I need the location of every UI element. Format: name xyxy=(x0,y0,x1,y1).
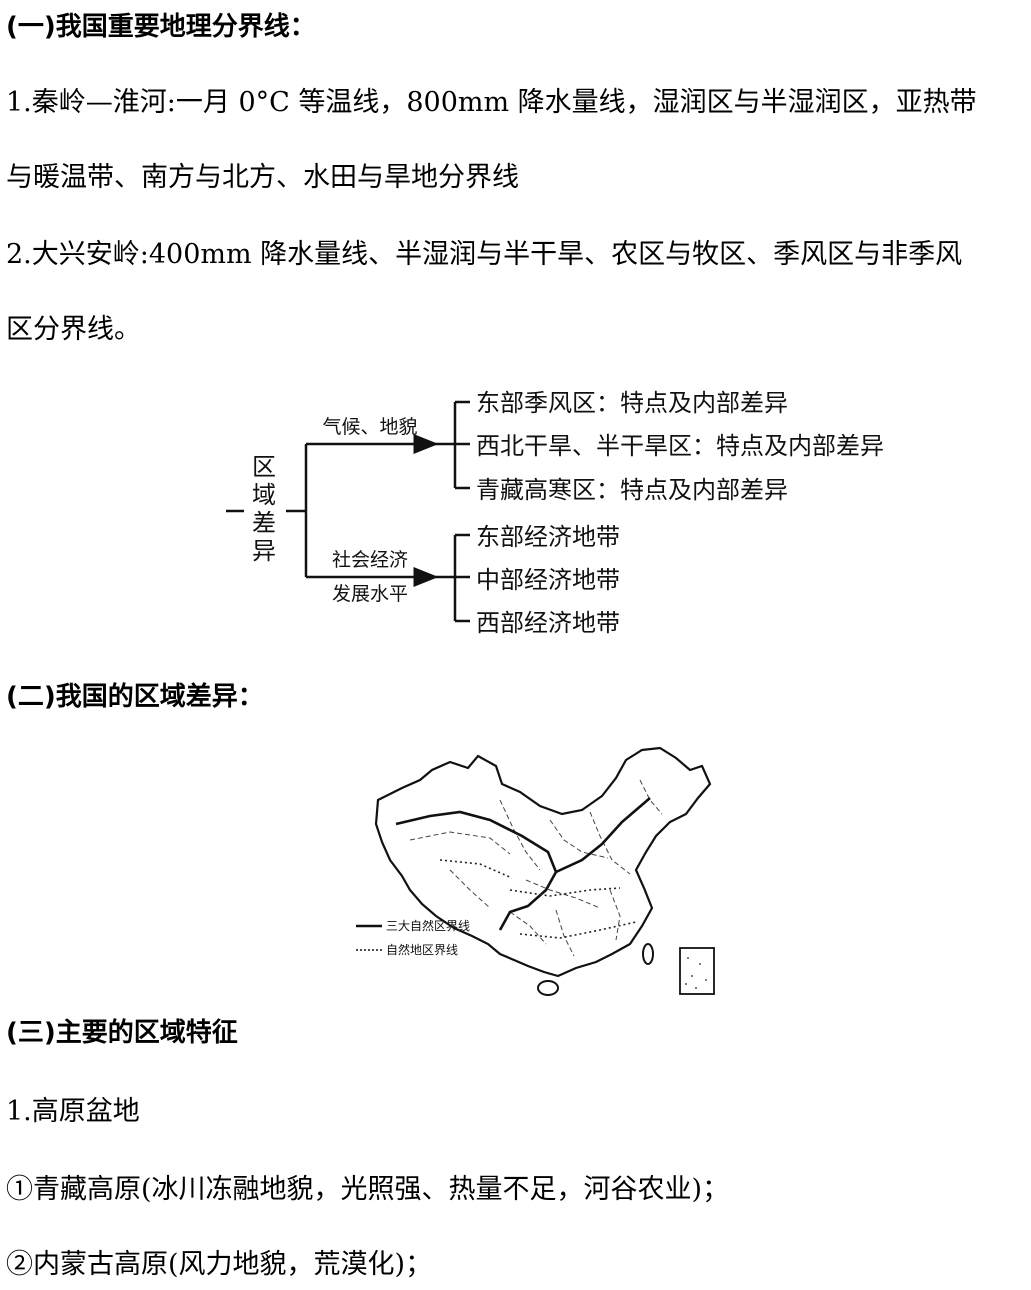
root-char: 域 xyxy=(252,481,276,509)
south-china-sea-inset xyxy=(679,947,715,995)
natural-area-boundaries xyxy=(439,859,637,939)
inset-dots xyxy=(685,957,707,989)
inner-mongolia-plateau-item: ②内蒙古高原(风力地貌，荒漠化)； xyxy=(6,1249,433,1280)
qinghai-tibet-plateau-item: ①青藏高原(冰川冻融地貌，光照强、热量不足，河谷农业)； xyxy=(6,1174,730,1205)
branch-2-item: 东部经济地带 xyxy=(476,523,620,551)
legend-solid-label: 三大自然区界线 xyxy=(386,918,470,933)
internal-boundaries xyxy=(409,779,663,957)
qinling-huaihe-line-2: 与暖温带、南方与北方、水田与旱地分界线 xyxy=(6,162,519,193)
regional-difference-tree-diagram: 区 域 差 异 气候、地貌 东部季风区：特点及内部差异 西北干旱、半干旱区：特点… xyxy=(226,389,884,637)
root-char: 区 xyxy=(252,453,276,481)
legend-dotted-label: 自然地区界线 xyxy=(386,942,458,957)
branch-2-label-line-1: 社会经济 xyxy=(332,549,408,571)
major-region-boundaries xyxy=(395,797,651,931)
root-char: 差 xyxy=(252,509,276,537)
daxinganling-line-1: 2.大兴安岭:400mm 降水量线、半湿润与半干旱、农区与牧区、季风区与非季风 xyxy=(6,239,963,270)
branch-2-item: 中部经济地带 xyxy=(476,566,620,594)
branch-1-item: 西北干旱、半干旱区：特点及内部差异 xyxy=(476,432,884,460)
section-3-heading: (三)主要的区域特征 xyxy=(6,1018,238,1048)
branch-1-item: 青藏高寒区：特点及内部差异 xyxy=(476,476,788,504)
section-1-heading: (一)我国重要地理分界线： xyxy=(6,12,316,42)
daxinganling-line-2: 区分界线。 xyxy=(6,314,141,345)
china-natural-regions-map: 三大自然区界线 自然地区界线 xyxy=(356,746,715,996)
china-outline xyxy=(374,746,712,978)
taiwan-island xyxy=(642,943,654,965)
qinling-huaihe-line-1: 1.秦岭—淮河:一月 0°C 等温线，800mm 降水量线，湿润区与半湿润区，亚… xyxy=(6,87,977,118)
branch-1-label: 气候、地貌 xyxy=(322,416,417,438)
branch-2-label-line-2: 发展水平 xyxy=(332,583,408,605)
root-char: 异 xyxy=(252,537,276,565)
section-2-heading: (二)我国的区域差异： xyxy=(6,682,264,712)
plateau-basin-heading: 1.高原盆地 xyxy=(6,1096,140,1127)
branch-2-item: 西部经济地带 xyxy=(476,609,620,637)
hainan-island xyxy=(537,980,559,996)
branch-1-item: 东部季风区：特点及内部差异 xyxy=(476,389,788,417)
